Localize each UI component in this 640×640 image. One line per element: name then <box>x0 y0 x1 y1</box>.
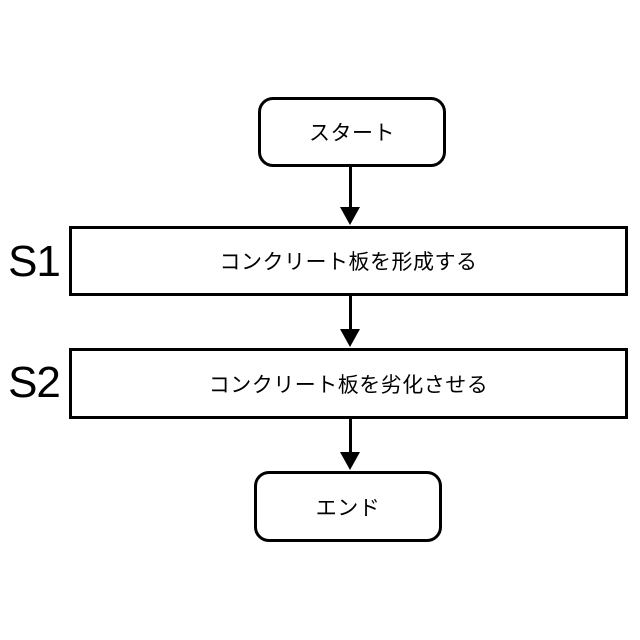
process-box-s1-text: コンクリート板を形成する <box>219 251 478 274</box>
arrow-line <box>348 167 352 208</box>
arrow-head-icon <box>340 207 360 225</box>
arrow-head-icon <box>340 329 360 347</box>
arrow-start-to-s1 <box>340 167 360 225</box>
start-terminal-label: スタート <box>309 122 395 145</box>
process-box-s1: コンクリート板を形成する <box>69 226 628 296</box>
arrow-s1-to-s2 <box>340 296 360 347</box>
arrow-line <box>348 296 352 330</box>
start-terminal: スタート <box>258 97 446 167</box>
process-box-s2-text: コンクリート板を劣化させる <box>208 373 489 397</box>
end-terminal: エンド <box>254 471 442 542</box>
arrow-head-icon <box>340 452 360 470</box>
process-box-s2: コンクリート板を劣化させる <box>69 348 628 419</box>
arrow-s2-to-end <box>340 419 360 470</box>
arrow-line <box>348 419 352 453</box>
step-label-s2: S2 <box>8 358 61 407</box>
step-label-s1: S1 <box>8 237 61 286</box>
end-terminal-label: エンド <box>315 496 381 520</box>
